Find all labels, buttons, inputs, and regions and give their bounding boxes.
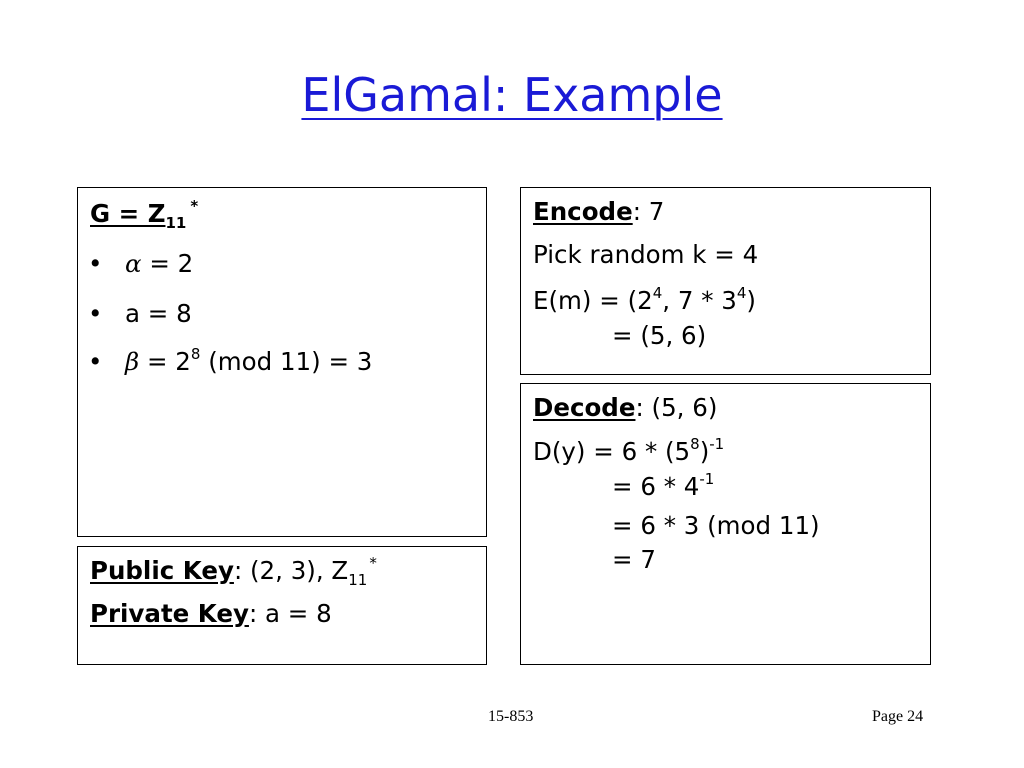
encrypt-line: E(m) = (24, 7 * 34) bbox=[533, 284, 756, 315]
footer-page-number: Page 24 bbox=[872, 708, 924, 725]
decrypt-line: D(y) = 6 * (58)-1 bbox=[533, 435, 725, 466]
encode-line: Encode: 7 bbox=[533, 197, 665, 226]
group-box: G = Z11* • α = 2 • a = 8 • β = 28 (mod 1… bbox=[77, 187, 487, 537]
beta-symbol: β bbox=[125, 347, 140, 376]
group-item-beta: • β = 28 (mod 11) = 3 bbox=[88, 345, 373, 376]
group-heading: G = Z11* bbox=[90, 197, 199, 232]
encrypt-result-line: = (5, 6) bbox=[612, 321, 707, 350]
slide-title: ElGamal: Example bbox=[301, 68, 723, 122]
alpha-symbol: α bbox=[125, 249, 142, 278]
group-item-a: • a = 8 bbox=[88, 299, 192, 328]
encode-box: Encode: 7 Pick random k = 4 E(m) = (24, … bbox=[520, 187, 931, 375]
decode-line: Decode: (5, 6) bbox=[533, 393, 718, 422]
pick-random-line: Pick random k = 4 bbox=[533, 240, 759, 269]
private-key-line: Private Key: a = 8 bbox=[90, 599, 332, 628]
decode-box: Decode: (5, 6) D(y) = 6 * (58)-1 = 6 * 4… bbox=[520, 383, 931, 665]
public-key-line: Public Key: (2, 3), Z11* bbox=[90, 554, 377, 589]
group-item-alpha: • α = 2 bbox=[88, 249, 194, 278]
footer-course: 15-853 bbox=[488, 708, 534, 725]
decrypt-step-2: = 6 * 3 (mod 11) bbox=[612, 511, 820, 540]
decrypt-result: = 7 bbox=[612, 545, 656, 574]
decrypt-step-1: = 6 * 4-1 bbox=[612, 470, 715, 501]
keys-box: Public Key: (2, 3), Z11* Private Key: a … bbox=[77, 546, 487, 665]
